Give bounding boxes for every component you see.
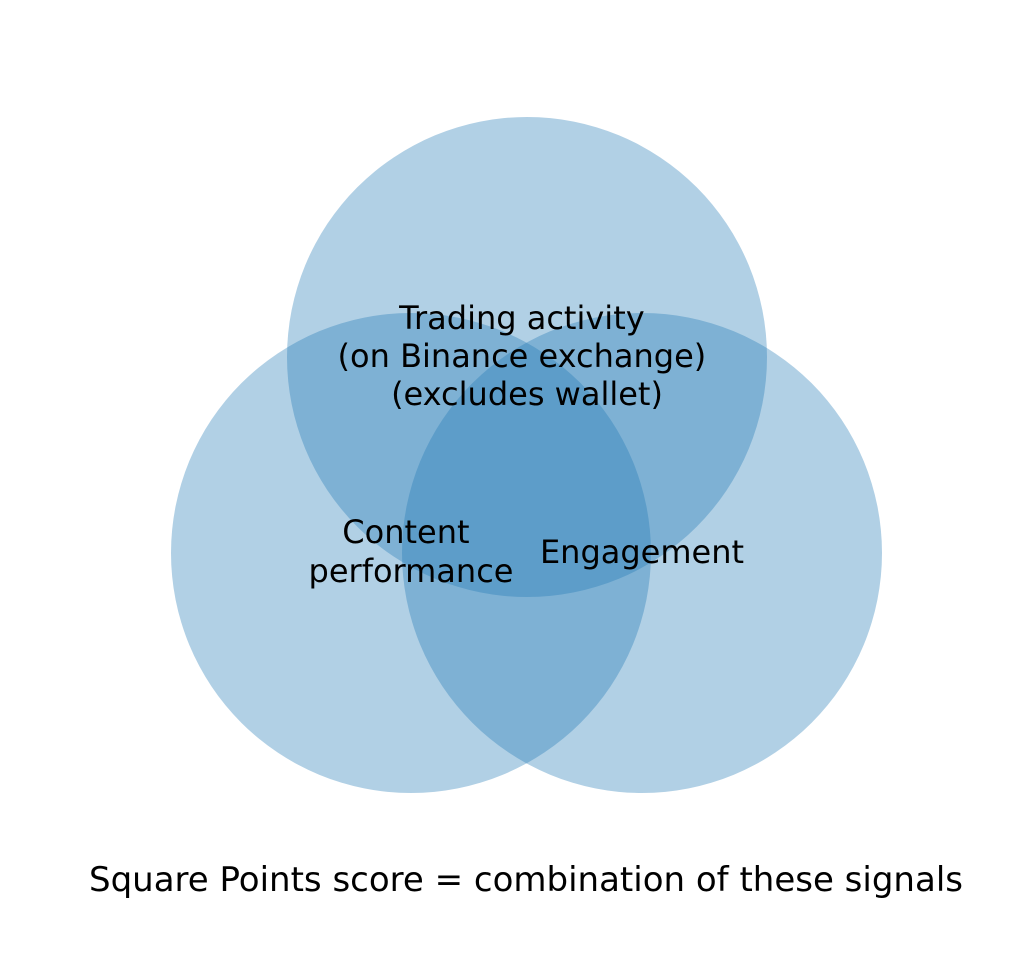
trading-activity-label-line-1: Trading activity	[398, 299, 645, 337]
engagement-circle	[402, 313, 882, 793]
footer-caption: Square Points score = combination of the…	[89, 860, 963, 900]
content-performance-label-line-2: performance	[309, 552, 514, 590]
content-performance-label: Content performance	[309, 513, 514, 590]
content-performance-label-line-1: Content	[342, 513, 469, 551]
content-performance-circle	[171, 313, 651, 793]
trading-activity-label: Trading activity (on Binance exchange) (…	[338, 299, 717, 413]
trading-activity-label-line-3: (excludes wallet)	[391, 375, 663, 413]
engagement-label: Engagement	[540, 533, 744, 571]
trading-activity-circle	[287, 117, 767, 597]
trading-activity-label-line-2: (on Binance exchange)	[338, 337, 707, 375]
